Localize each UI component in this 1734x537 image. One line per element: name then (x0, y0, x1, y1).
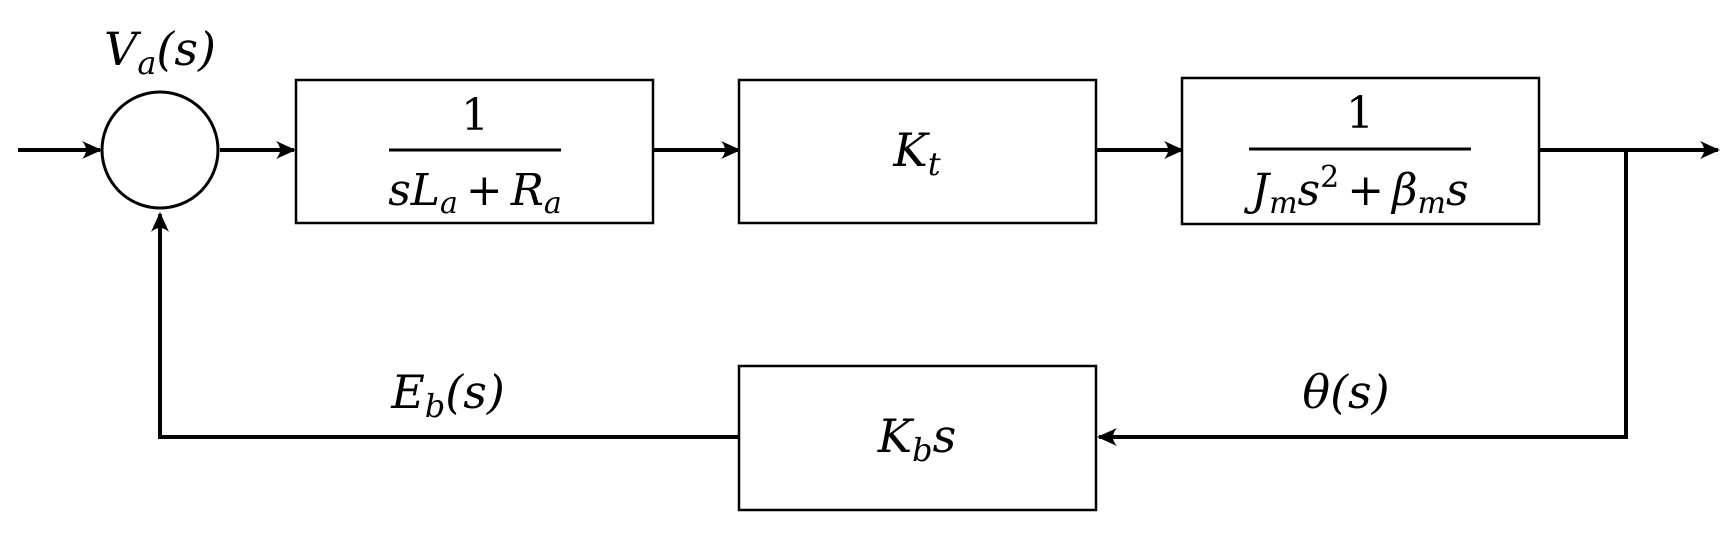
mechanical-block (1180, 76, 1541, 226)
armature-numerator: 1 (461, 90, 489, 141)
mechanical-numerator: 1 (1346, 88, 1374, 139)
input-signal-label: Va(s) (104, 22, 216, 82)
torque-constant-block (737, 78, 1098, 225)
feedback-to-sum-arrow (151, 212, 739, 439)
torque-constant-label: Kt (892, 123, 940, 183)
feedback-to-kb-arrow (1097, 150, 1628, 446)
armature-denominator: sLa+Ra (388, 165, 562, 221)
output-signal-label: θ(s) (1302, 365, 1389, 419)
back-emf-block (737, 364, 1098, 512)
feedback-signal-label: Eb(s) (390, 365, 505, 425)
back-emf-label: Kbs (877, 409, 956, 469)
summing-junction (100, 90, 220, 210)
mechanical-denominator: Jms2+βms (1243, 160, 1468, 221)
